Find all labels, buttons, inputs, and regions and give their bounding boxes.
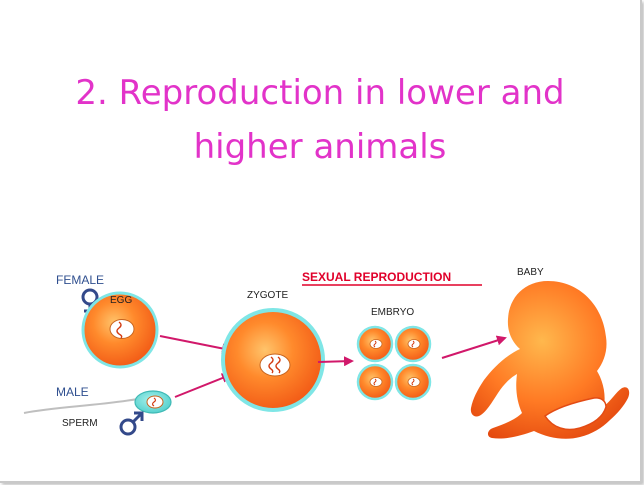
- embryo-cell: [356, 325, 394, 363]
- male-symbol-icon: [119, 411, 144, 436]
- embryo-cell: [356, 363, 394, 401]
- embryo-cell: [394, 325, 432, 363]
- male-label: MALE: [56, 385, 89, 399]
- title-line-1: 2. Reproduction in lower and: [75, 73, 565, 113]
- baby-label: BABY: [517, 267, 544, 278]
- female-label: FEMALE: [56, 273, 104, 287]
- egg-label: EGG: [110, 295, 132, 306]
- sperm-cell: [23, 390, 172, 414]
- sexual-reproduction-heading: SEXUAL REPRODUCTION: [302, 270, 451, 284]
- baby-silhouette-icon: [470, 281, 630, 439]
- slide-title: 2. Reproduction in lower and higher anim…: [20, 66, 620, 174]
- embryo-label: EMBRYO: [371, 307, 414, 318]
- zygote-to-embryo-arrow: [317, 356, 354, 367]
- sperm-to-zygote-arrow: [174, 373, 232, 398]
- title-line-2: higher animals: [193, 127, 447, 167]
- sperm-label: SPERM: [62, 418, 98, 429]
- embryo-cells: [356, 325, 432, 401]
- egg-to-zygote-arrow: [159, 335, 232, 354]
- zygote-label: ZYGOTE: [247, 290, 288, 301]
- embryo-to-baby-arrow: [441, 335, 507, 359]
- egg-cell: [81, 291, 159, 369]
- embryo-cell: [394, 363, 432, 401]
- zygote-cell: [221, 308, 325, 412]
